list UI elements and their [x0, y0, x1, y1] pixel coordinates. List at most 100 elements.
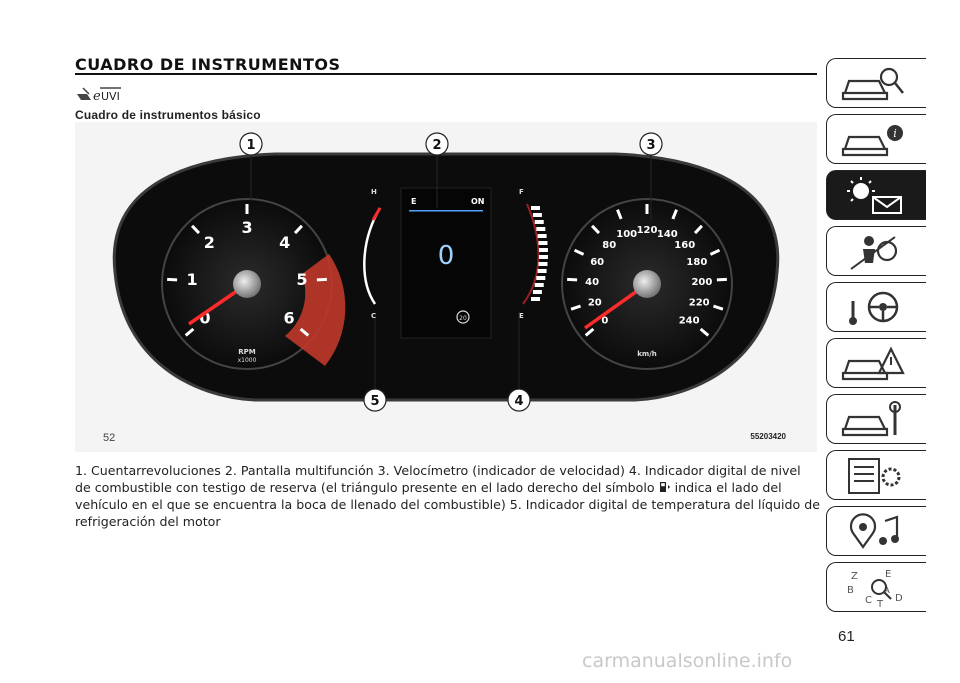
- svg-text:B: B: [847, 585, 854, 596]
- tab-emergency[interactable]: [826, 338, 926, 388]
- fuel-level-bar: [534, 220, 544, 224]
- tachometer-tick-marks: [167, 204, 327, 337]
- svg-text:3: 3: [646, 138, 655, 153]
- caption-text-part1: 1. Cuentarrevoluciones 2. Pantalla multi…: [75, 463, 801, 495]
- fuel-level-bar: [538, 262, 548, 266]
- tab-safety[interactable]: [826, 226, 926, 276]
- callout-2: 2: [425, 132, 449, 156]
- callouts: 1 2 3 4 5: [239, 132, 663, 412]
- fuel-empty-label: E: [519, 312, 524, 320]
- steering-wheel-icon: [849, 291, 899, 325]
- svg-text:UVI: UVI: [101, 90, 120, 103]
- dial-label: 1: [187, 270, 198, 289]
- svg-text:D: D: [895, 593, 903, 604]
- fuel-level-bar: [537, 234, 547, 238]
- dial-tick: [709, 248, 721, 256]
- car-info-icon: i: [841, 125, 903, 157]
- caption-text-part2: indica el lado del vehículo en el que se…: [75, 480, 820, 529]
- dial-tick: [591, 224, 601, 235]
- dial-label: 240: [679, 315, 700, 326]
- fuel-level-bar: [538, 255, 548, 259]
- dial-tick: [573, 248, 585, 256]
- dial-label: 6: [284, 308, 295, 327]
- figure-subtitle: Cuadro de instrumentos básico: [75, 108, 261, 122]
- title-divider: [75, 73, 817, 75]
- dial-tick: [316, 277, 327, 282]
- multifunction-display: E ON 0 20: [400, 187, 492, 339]
- fuel-level-bar: [532, 290, 542, 294]
- dial-label: 180: [686, 257, 707, 268]
- svg-text:e: e: [93, 89, 101, 104]
- tachometer-hub: [233, 270, 261, 298]
- tab-technical-data[interactable]: [826, 450, 926, 500]
- fuel-level-bar: [531, 297, 540, 301]
- dial-tick: [699, 327, 710, 337]
- svg-text:E: E: [885, 569, 891, 580]
- page-title: CUADRO DE INSTRUMENTOS: [75, 55, 341, 74]
- dial-label: 20: [588, 297, 602, 308]
- car-wrench-icon: [841, 401, 901, 437]
- dial-tick: [570, 304, 582, 311]
- callout-5: 5: [363, 388, 387, 412]
- dial-label: 60: [590, 257, 604, 268]
- page-number: 61: [838, 628, 855, 645]
- svg-text:5: 5: [370, 394, 379, 409]
- temp-cold-label: C: [371, 312, 376, 320]
- dial-tick: [693, 224, 703, 235]
- gear-readout: 0: [438, 241, 455, 271]
- figure-code: 55203420: [750, 432, 786, 441]
- tab-car-search[interactable]: [826, 58, 926, 108]
- dial-tick: [584, 327, 595, 337]
- car-warning-icon: [841, 346, 905, 381]
- fuel-level-bar: [536, 276, 546, 280]
- tab-lights-messages[interactable]: [826, 170, 926, 220]
- svg-text:4: 4: [514, 394, 523, 409]
- dial-label: 200: [691, 277, 712, 288]
- tab-driving[interactable]: [826, 282, 926, 332]
- callout-4: 4: [507, 388, 531, 412]
- airbag-person-icon: [850, 236, 898, 270]
- fuel-gauge: F E: [519, 188, 548, 320]
- speed-limit-badge: 20: [459, 315, 467, 322]
- dial-label: 140: [657, 229, 678, 240]
- eco-left-label: E: [411, 197, 416, 206]
- callout-3: 3: [639, 132, 663, 156]
- svg-text:C: C: [865, 595, 872, 606]
- tab-maintenance[interactable]: [826, 394, 926, 444]
- dial-label: 160: [674, 240, 695, 251]
- fuel-level-bar: [538, 248, 548, 252]
- fuel-pump-icon: [659, 482, 670, 492]
- svg-text:A: A: [883, 585, 890, 596]
- tab-multimedia[interactable]: [826, 506, 926, 556]
- tachometer-unit: RPM: [238, 348, 256, 356]
- dial-tick: [567, 277, 578, 282]
- figure-page-reference: 52: [103, 432, 116, 444]
- tachometer-multiplier: x1000: [238, 357, 257, 364]
- dial-label: 80: [602, 240, 616, 251]
- car-search-icon: [841, 67, 904, 101]
- fuel-level-bar: [536, 227, 546, 231]
- callout-1: 1: [239, 132, 263, 156]
- dial-tick: [712, 304, 724, 311]
- multimedia-icon: [849, 513, 899, 549]
- dial-tick: [716, 277, 727, 282]
- speedometer-tick-marks: [567, 204, 727, 337]
- dial-label: 3: [241, 218, 252, 237]
- svg-text:i: i: [893, 127, 897, 140]
- svg-text:1: 1: [246, 138, 255, 153]
- temp-hot-label: H: [371, 188, 377, 196]
- watermark: carmanualsonline.info: [582, 650, 793, 672]
- speedometer-unit: km/h: [637, 350, 657, 358]
- dial-label: 220: [689, 297, 710, 308]
- dial-tick: [299, 327, 310, 337]
- figure-caption: 1. Cuentarrevoluciones 2. Pantalla multi…: [75, 462, 820, 530]
- light-mail-icon: [847, 177, 902, 214]
- tab-car-info[interactable]: i: [826, 114, 926, 164]
- dial-tick: [671, 209, 678, 220]
- dial-label: 5: [296, 270, 307, 289]
